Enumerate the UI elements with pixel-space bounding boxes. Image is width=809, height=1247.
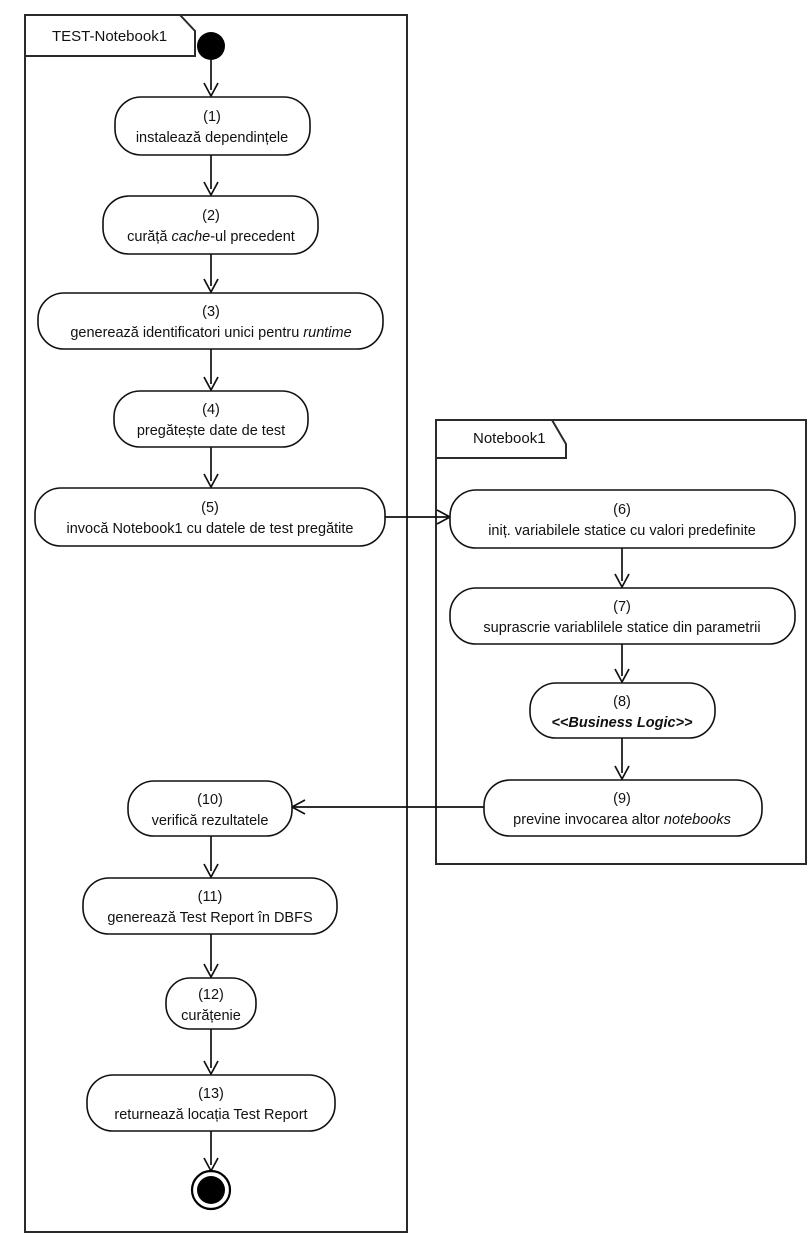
node-n7-label: suprascrie variablilele statice din para… [483,620,760,636]
node-n4-label: pregătește date de test [137,423,285,439]
node-n1-number: (1) [203,109,221,125]
node-n12-number: (12) [198,987,224,1003]
frame-test-notebook1: TEST-Notebook1 [24,14,408,1233]
final-node [190,1169,232,1211]
node-n5[interactable]: (5) invocă Notebook1 cu datele de test p… [34,487,386,547]
node-n4[interactable]: (4) pregătește date de test [113,390,309,448]
node-n6-number: (6) [613,502,631,518]
node-n3[interactable]: (3) generează identificatori unici pentr… [37,292,384,350]
node-n5-number: (5) [201,500,219,516]
node-n6-label: iniț. variabilele statice cu valori pred… [488,523,756,539]
node-n12[interactable]: (12) curățenie [165,977,257,1030]
edge-start-to-n1 [203,60,219,98]
node-n3-number: (3) [202,304,220,320]
edge-n10-to-n11 [203,836,219,879]
node-n11-number: (11) [198,889,223,905]
node-n8-number: (8) [613,694,631,710]
initial-node [197,32,225,60]
node-n2[interactable]: (2) curăță cache-ul precedent [102,195,319,255]
frame-notebook1-border [435,419,807,865]
frame-notebook1: Notebook1 [435,419,807,865]
node-n10[interactable]: (10) verifică rezultatele [127,780,293,837]
node-n7-number: (7) [613,599,631,615]
frame-notebook1-label: Notebook1 [473,430,546,447]
edge-n1-to-n2 [203,155,219,197]
node-n10-number: (10) [197,792,223,808]
node-n9-number: (9) [613,791,631,807]
node-n12-label: curățenie [181,1008,241,1024]
node-n1-label: instalează dependințele [136,130,288,146]
node-n6[interactable]: (6) iniț. variabilele statice cu valori … [449,489,796,549]
node-n8-label: <<Business Logic>> [551,715,693,731]
node-n2-number: (2) [202,208,220,224]
node-n11[interactable]: (11) generează Test Report în DBFS [82,877,338,935]
frame-test-notebook1-tab [24,14,196,57]
node-n7[interactable]: (7) suprascrie variablilele statice din … [449,587,796,645]
node-n8[interactable]: (8) <<Business Logic>> [529,682,716,739]
node-n4-number: (4) [202,402,220,418]
node-n10-label: verifică rezultatele [152,813,269,829]
node-n2-shape[interactable] [102,195,319,255]
node-n11-label: generează Test Report în DBFS [107,910,312,926]
node-n3-label: generează identificatori unici pentru ru… [70,325,351,341]
edge-n2-to-n3 [203,254,219,294]
frame-test-notebook1-label: TEST-Notebook1 [52,28,167,45]
node-n12-shape[interactable] [165,977,257,1030]
node-n5-label: invocă Notebook1 cu datele de test pregă… [67,521,354,537]
node-n3-shape[interactable] [37,292,384,350]
node-n11-shape[interactable] [82,877,338,935]
edge-n4-to-n5 [203,447,219,489]
node-n6-shape[interactable] [449,489,796,549]
node-n13-shape[interactable] [86,1074,336,1132]
edge-n6-to-n7 [614,548,630,589]
edge-n7-to-n8 [614,644,630,684]
node-n1[interactable]: (1) instalează dependințele [114,96,311,156]
edge-n5-to-n6 [385,509,452,525]
edge-n13-to-end [203,1131,219,1173]
node-n9[interactable]: (9) previne invocarea altor notebooks [483,779,763,837]
frame-test-notebook1-border [24,14,408,1233]
edge-n9-to-n10 [290,799,484,815]
node-n2-label: curăță cache-ul precedent [127,229,295,245]
edge-n12-to-n13 [203,1029,219,1076]
edge-n11-to-n12 [203,934,219,979]
node-n5-shape[interactable] [34,487,386,547]
node-n8-shape[interactable] [529,682,716,739]
node-n9-shape[interactable] [483,779,763,837]
node-n4-shape[interactable] [113,390,309,448]
edge-n8-to-n9 [614,738,630,781]
node-n1-shape[interactable] [114,96,311,156]
node-n13-label: returnează locația Test Report [114,1107,307,1123]
frame-notebook1-tab [435,419,567,459]
node-n13[interactable]: (13) returnează locația Test Report [86,1074,336,1132]
node-n10-shape[interactable] [127,780,293,837]
node-n7-shape[interactable] [449,587,796,645]
node-n13-number: (13) [198,1086,224,1102]
node-n9-label: previne invocarea altor notebooks [513,812,731,828]
edge-n3-to-n4 [203,349,219,392]
